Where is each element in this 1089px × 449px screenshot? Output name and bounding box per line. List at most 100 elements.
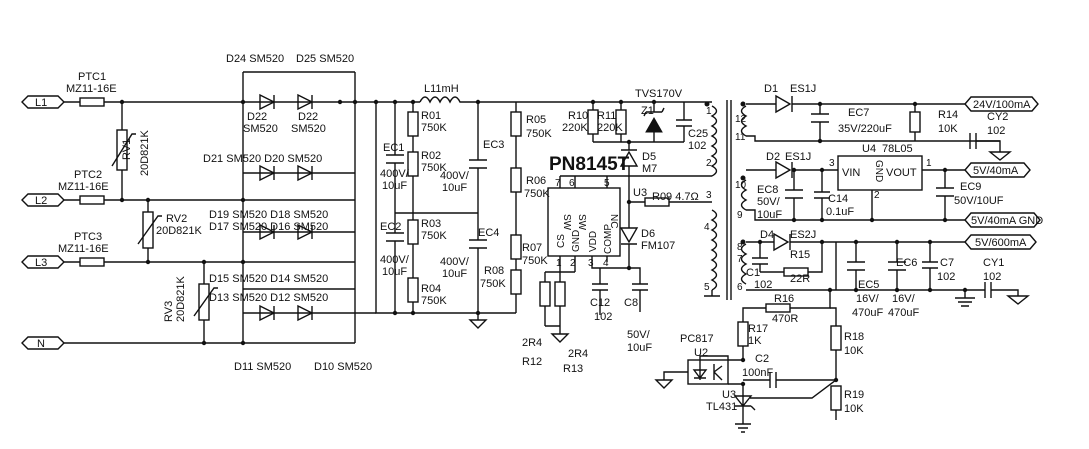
d2-label: D2	[766, 151, 780, 163]
u4-value: 78L05	[882, 143, 913, 155]
ec4-capacitance: 10uF	[442, 268, 467, 280]
u4-gnd: GND	[873, 160, 884, 182]
transformer	[700, 100, 748, 300]
ptc1-resistor	[79, 97, 105, 107]
d2-value: ES1J	[785, 151, 811, 163]
r17-label: R17	[748, 323, 768, 335]
pin1: 1	[556, 258, 562, 269]
d17-d16-label: D17 SM520 D16 SM520	[209, 221, 328, 233]
ec1-voltage: 400V/	[380, 168, 410, 180]
d11-label: D11 SM520	[234, 361, 291, 373]
ec1-capacitance: 10uF	[382, 180, 407, 192]
d22-value: SM520	[243, 123, 278, 135]
ptc3-resistor	[79, 257, 105, 267]
r17-value: 1K	[748, 335, 762, 347]
port-l1: L1	[21, 95, 65, 109]
ec4-label: EC4	[478, 227, 499, 239]
pin6: 6	[569, 178, 575, 189]
r09-label: R09 4.7Ω	[652, 191, 699, 203]
r03-label: R03	[421, 218, 441, 230]
pc817-label: PC817	[680, 333, 714, 345]
u4-pin1: 1	[926, 158, 932, 169]
ec6-capacitance: 470uF	[888, 307, 919, 319]
u4-label: U4	[862, 143, 876, 155]
cy2-value: 102	[987, 125, 1005, 137]
ec6-voltage: 16V/	[892, 293, 916, 305]
r05-label: R05	[526, 114, 546, 126]
pin-nc-name: NC	[608, 214, 619, 228]
cy2-label: CY2	[987, 111, 1008, 123]
r11-label: R11	[597, 110, 616, 122]
svg-text:L1: L1	[35, 97, 47, 109]
ptc2-resistor	[79, 195, 105, 205]
r19-value: 10K	[844, 403, 864, 415]
z1-label: Z1	[641, 105, 654, 117]
r16-value: 470R	[772, 313, 798, 325]
c2-label: C2	[755, 353, 769, 365]
c14-label: C14	[828, 193, 848, 205]
pin-sw1-name: SW	[561, 214, 572, 231]
d6-label: D6	[641, 228, 655, 240]
d19-d18-label: D19 SM520 D18 SM520	[209, 209, 328, 221]
u4-vout: VOUT	[886, 167, 917, 179]
r06-value: 750K	[524, 188, 550, 200]
d4-value: ES2J	[790, 229, 816, 241]
ptc1-value: MZ11-16E	[66, 83, 117, 95]
ptc3-value: MZ11-16E	[58, 243, 109, 255]
d10-label: D10 SM520	[314, 361, 372, 373]
output-port-5v-gnd: 5V/40mA GND	[964, 212, 1043, 228]
bridge-diode-0-1	[297, 93, 314, 111]
filter-stage	[355, 96, 522, 329]
d1-label: D1	[764, 83, 778, 95]
r14-value: 10K	[938, 123, 958, 135]
r16-label: R16	[774, 293, 794, 305]
r18-value: 10K	[844, 345, 864, 357]
c7-value: 102	[937, 271, 955, 283]
t-pin5: 5	[704, 282, 710, 293]
u3-tl431-value: TL431	[706, 401, 737, 413]
cy1-value: 102	[983, 271, 1001, 283]
svg-text:N: N	[37, 338, 45, 350]
pin-sw2-name: SW	[576, 214, 587, 231]
d1-value: ES1J	[790, 83, 816, 95]
pin-gnd-name: GND	[571, 230, 582, 252]
r18-label: R18	[844, 331, 864, 343]
rv1-value: 20D821K	[139, 129, 151, 176]
t-pin12: 12	[735, 114, 747, 125]
pin3: 3	[588, 258, 594, 269]
ec5-capacitance: 470uF	[852, 307, 883, 319]
r13-label: R13	[563, 363, 583, 375]
c1-label: C1	[746, 267, 760, 279]
ec2-capacitance: 10uF	[382, 266, 407, 278]
d5-value: M7	[642, 163, 657, 175]
bridge-diode-0-0	[259, 93, 276, 111]
ec3-label: EC3	[483, 139, 504, 151]
port-l3: L3	[21, 255, 65, 269]
pin-vdd-name: VDD	[588, 231, 599, 252]
t-pin9: 9	[737, 210, 743, 221]
port-l2: L2	[21, 193, 65, 207]
controller-stage	[516, 99, 700, 343]
c2-value: 100nF	[742, 367, 773, 379]
r05-value: 750K	[526, 128, 552, 140]
r08-value: 750K	[480, 278, 506, 290]
pin2: 2	[570, 258, 576, 269]
d13-d12-label: D13 SM520 D12 SM520	[209, 292, 328, 304]
output-port-5v40: 5V/40mA	[964, 162, 1031, 178]
bridge-diode-symbols	[259, 93, 314, 322]
rv2-value: 20D821K	[156, 225, 203, 237]
feedback-stage	[654, 242, 842, 433]
r10-label: R10	[568, 110, 588, 122]
output-port-5v600: 5V/600mA	[964, 234, 1037, 250]
ec2-voltage: 400V/	[380, 254, 410, 266]
t-pin7: 7	[737, 254, 743, 265]
ec5-voltage: 16V/	[856, 293, 880, 305]
c12-label: C12	[590, 297, 610, 309]
r15-value: 22R	[790, 273, 810, 285]
rv1-label: RV1	[121, 139, 133, 160]
pin-comp-name: COMP	[603, 224, 614, 254]
ptc2-label: PTC2	[74, 169, 102, 181]
pin7: 7	[555, 178, 561, 189]
ec7-value: 35V/220uF	[838, 123, 892, 135]
